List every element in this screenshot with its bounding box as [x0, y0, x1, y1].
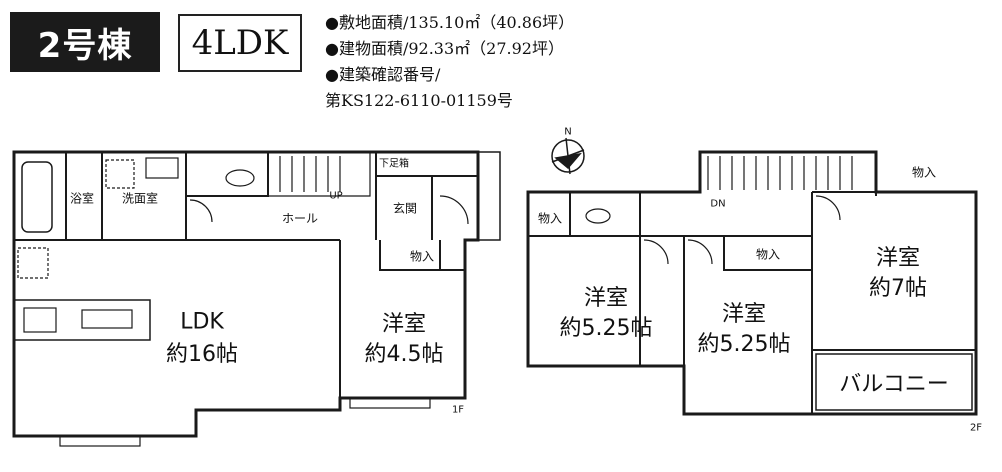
label-room-c-size: 約7帖	[869, 276, 927, 301]
spec-site-area: ●敷地面積/135.10㎡（40.86坪）	[325, 13, 575, 32]
hall-2f-walls	[528, 192, 812, 237]
label-closet-2f-top: 物入	[911, 165, 937, 180]
label-ldk-size: 約16帖	[166, 342, 238, 367]
building-label: 2号棟	[10, 12, 160, 72]
label-washroom: 洗面室	[121, 191, 159, 206]
label-western-room-1f-size: 約4.5帖	[364, 342, 444, 367]
label-closet-2f-small: 物入	[537, 211, 563, 226]
toilet-fixture	[225, 169, 255, 187]
kitchen-counter	[14, 299, 151, 341]
bath-walls	[14, 152, 340, 241]
label-western-room-1f: 洋室	[381, 312, 427, 337]
stove	[23, 307, 57, 333]
sink-unit	[145, 157, 179, 179]
toilet-2f	[585, 208, 611, 224]
label-balcony: バルコニー	[839, 372, 949, 397]
fridge-space	[17, 247, 49, 279]
room-c-door	[815, 195, 841, 221]
room-c-walls	[812, 191, 976, 351]
entry-door-swing	[439, 195, 469, 225]
compass-icon	[551, 137, 585, 175]
stairs-2f	[707, 156, 853, 190]
label-stairs-down: DN	[710, 198, 726, 210]
spec-permit-label: ●建築確認番号/	[325, 65, 441, 84]
room-a-door	[643, 239, 669, 265]
label-room-b: 洋室	[721, 302, 767, 327]
kitchen-sink	[81, 309, 133, 329]
label-closet-2f-mid: 物入	[755, 247, 781, 262]
layout-type: 4LDK	[178, 14, 302, 72]
entry-porch	[478, 151, 501, 241]
label-room-a: 洋室	[583, 286, 629, 311]
ldk-window	[59, 435, 141, 447]
label-room-b-size: 約5.25帖	[697, 332, 791, 357]
hall-door-swing	[189, 199, 213, 223]
room-b-walls	[683, 192, 813, 414]
western-room-walls	[379, 240, 465, 271]
label-floor-2f: 2F	[969, 422, 983, 434]
label-shoe-storage: 下足箱	[379, 158, 409, 170]
label-floor-1f: 1F	[451, 404, 465, 416]
label-room-c: 洋室	[875, 246, 921, 271]
toilet-walls	[186, 152, 269, 197]
western-window	[349, 397, 431, 409]
bathtub	[21, 161, 53, 233]
spec-list: ●敷地面積/135.10㎡（40.86坪） ●建物面積/92.33㎡（27.92…	[325, 10, 574, 114]
label-entrance: 玄関	[392, 201, 418, 216]
label-ldk: LDK	[180, 309, 224, 335]
room-b-door	[687, 239, 713, 265]
label-hall: ホール	[281, 211, 319, 226]
floor1-plan	[12, 150, 501, 447]
label-closet-1f: 物入	[409, 249, 435, 264]
floor2-plan	[526, 150, 978, 416]
compass-north-label: N	[564, 126, 572, 138]
entrance-walls	[375, 152, 478, 240]
balcony-rail	[815, 353, 973, 411]
label-room-a-size: 約5.25帖	[559, 316, 653, 341]
stairs-1f	[267, 152, 371, 197]
washer-space	[105, 159, 135, 189]
label-stairs-up: UP	[329, 190, 343, 202]
spec-permit-number: 第KS122-6110-01159号	[325, 91, 513, 110]
spec-building-area: ●建物面積/92.33㎡（27.92坪）	[325, 39, 564, 58]
label-bath: 浴室	[69, 191, 95, 206]
